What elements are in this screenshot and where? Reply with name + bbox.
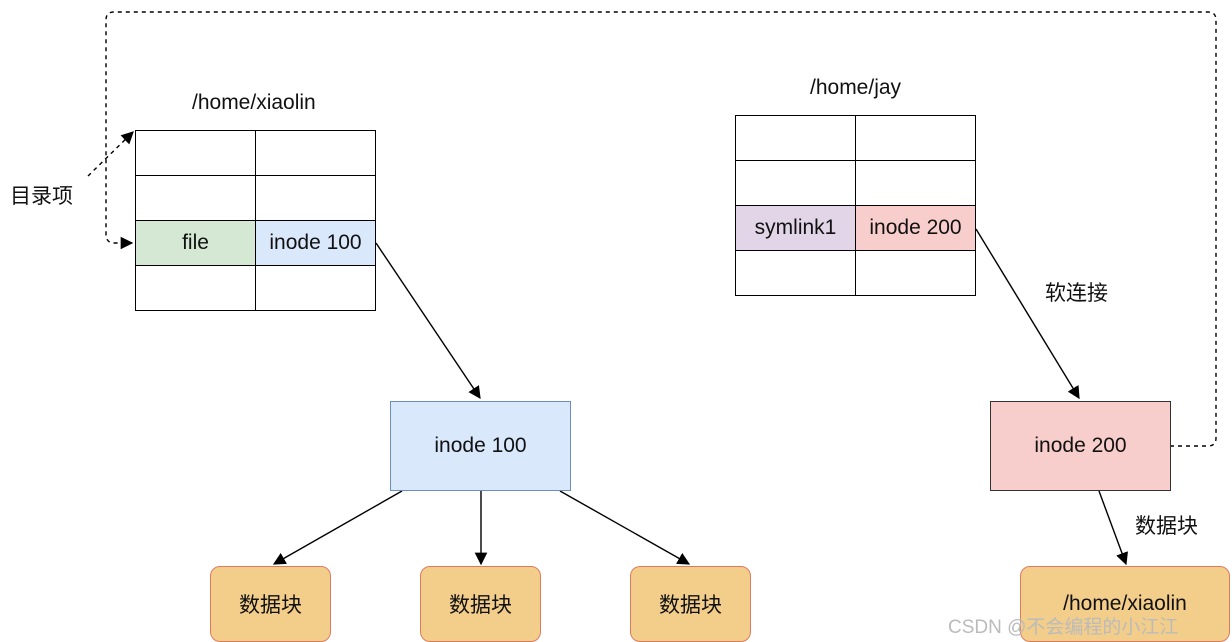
right-table-cell <box>855 160 976 206</box>
left-entry-inode-cell: inode 100 <box>255 220 376 266</box>
right-table-cell <box>855 115 976 161</box>
right-entry-inode-cell: inode 200 <box>855 205 976 251</box>
left-dir-title: /home/xiaolin <box>192 91 316 114</box>
right-table-cell <box>735 250 856 296</box>
left-table-cell <box>255 265 376 311</box>
arrow-inode100-to-block-1 <box>272 490 403 565</box>
symlink-label: 软连接 <box>1045 282 1108 305</box>
arrow-inode200-cell-to-box <box>975 228 1080 400</box>
data-block: 数据块 <box>630 566 751 642</box>
left-table-cell <box>135 265 256 311</box>
left-table-cell <box>255 130 376 176</box>
right-table-cell <box>735 115 856 161</box>
right-entry-name-cell: symlink1 <box>735 205 856 251</box>
left-table-cell <box>255 175 376 221</box>
watermark: CSDN @不会编程的小江江 <box>948 617 1179 638</box>
arrow-inode200-to-target <box>1098 490 1128 566</box>
data-block: 数据块 <box>210 566 331 642</box>
data-block-label: 数据块 <box>1135 515 1198 538</box>
right-dir-title: /home/jay <box>810 76 902 99</box>
data-block: 数据块 <box>420 566 541 642</box>
inode-200-box: inode 200 <box>990 401 1171 491</box>
left-entry-name-cell: file <box>135 220 256 266</box>
arrow-inode100-cell-to-box <box>375 242 481 400</box>
arrow-inode100-to-block-3 <box>559 490 691 565</box>
dir-entry-label: 目录项 <box>10 185 73 208</box>
right-table-cell <box>735 160 856 206</box>
left-table-cell <box>135 175 256 221</box>
inode-100-box: inode 100 <box>390 401 571 491</box>
right-table-cell <box>855 250 976 296</box>
left-table-cell <box>135 130 256 176</box>
dir-entry-dashed-arrow <box>87 131 134 177</box>
